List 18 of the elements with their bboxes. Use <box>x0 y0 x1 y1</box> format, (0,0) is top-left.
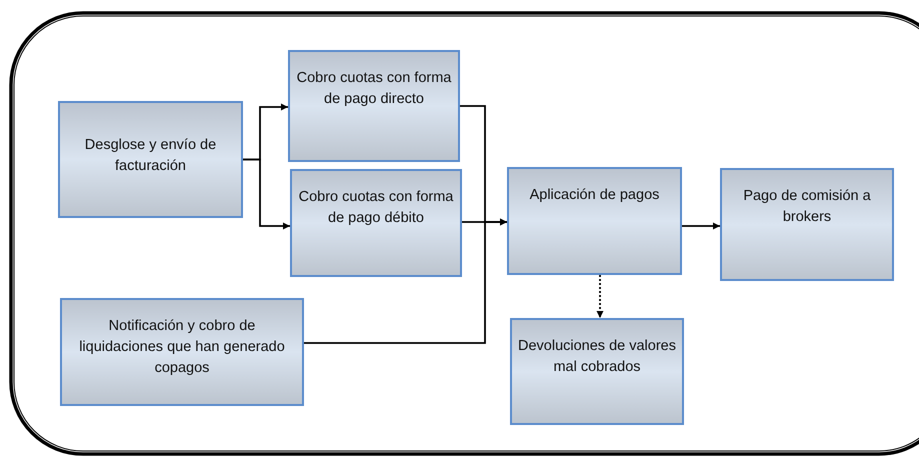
box-label: Devoluciones de valores mal cobrados <box>518 337 676 377</box>
process-box <box>60 298 304 406</box>
arrow <box>304 218 507 344</box>
process-box <box>720 168 894 281</box>
process-box <box>58 101 243 218</box>
dotted-arrow <box>596 275 604 318</box>
arrow <box>243 158 290 230</box>
process-box <box>507 167 682 275</box>
box-label: Aplicación de pagos <box>528 186 660 205</box>
arrow <box>682 222 720 230</box>
box-label: Pago de comisión a brokers <box>742 187 872 227</box>
process-box <box>290 169 462 277</box>
process-box <box>510 318 684 425</box>
process-box <box>288 50 460 162</box>
box-label: Desglose y envío de facturación <box>84 136 218 176</box>
box-label: Cobro cuotas con forma de pago débito <box>298 188 454 228</box>
box-label: Cobro cuotas con forma de pago directo <box>296 69 452 109</box>
box-label: Notificación y cobro de liquidaciones que han generado copagos <box>78 317 286 378</box>
